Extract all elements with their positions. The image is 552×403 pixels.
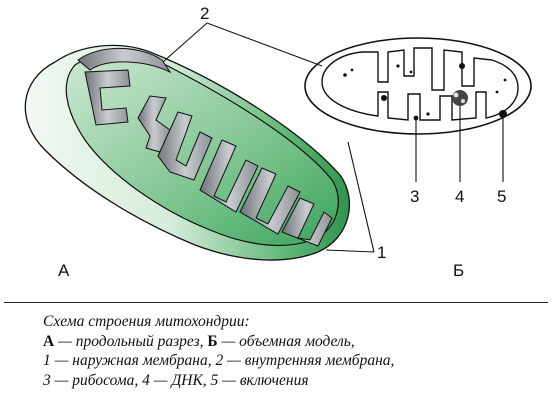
caption-line-2: А — продольный разрез, Б — объемная моде… bbox=[43, 332, 548, 352]
caption-title: Схема строения митохондрии: bbox=[43, 313, 250, 330]
leader-2-b bbox=[206, 22, 323, 67]
leader-lines bbox=[162, 22, 504, 253]
caption-line-3: 1 — наружная мембрана, 2 — внутренняя ме… bbox=[43, 352, 395, 369]
leader-1-a bbox=[325, 249, 375, 253]
label-outer-membrane: 1 bbox=[377, 243, 386, 262]
mitochondrion-diagram: 2 1 3 4 5 А Б bbox=[24, 4, 532, 280]
label-dna: 4 bbox=[455, 187, 464, 206]
caption-b-text: — объемная модель, bbox=[217, 332, 355, 350]
dna-cluster bbox=[452, 90, 468, 106]
volume-model bbox=[304, 37, 532, 135]
label-inclusions: 5 bbox=[497, 187, 506, 206]
caption-letter-a: А bbox=[43, 332, 55, 350]
label-inner-membrane: 2 bbox=[200, 4, 209, 23]
panel-a-label: А bbox=[58, 261, 70, 280]
longitudinal-section bbox=[24, 44, 351, 261]
caption-line-4: 3 — рибосома, 4 — ДНК, 5 — включения bbox=[43, 371, 309, 389]
separator-line bbox=[4, 302, 548, 303]
leader-1-b bbox=[347, 141, 375, 253]
figure-caption: Схема строения митохондрии: А — продольн… bbox=[43, 312, 548, 390]
inclusion-dots bbox=[381, 63, 507, 118]
label-ribosome: 3 bbox=[410, 187, 419, 206]
leader-2-a bbox=[162, 22, 208, 63]
caption-a-text: — продольный разрез, bbox=[54, 332, 208, 350]
inner-membrane-path bbox=[321, 47, 519, 121]
cristae bbox=[84, 69, 333, 247]
outer-membrane-ellipse bbox=[304, 37, 532, 135]
caption-letter-b: Б bbox=[207, 332, 218, 350]
cut-face-top bbox=[77, 47, 172, 74]
panel-b-label: Б bbox=[453, 261, 464, 280]
